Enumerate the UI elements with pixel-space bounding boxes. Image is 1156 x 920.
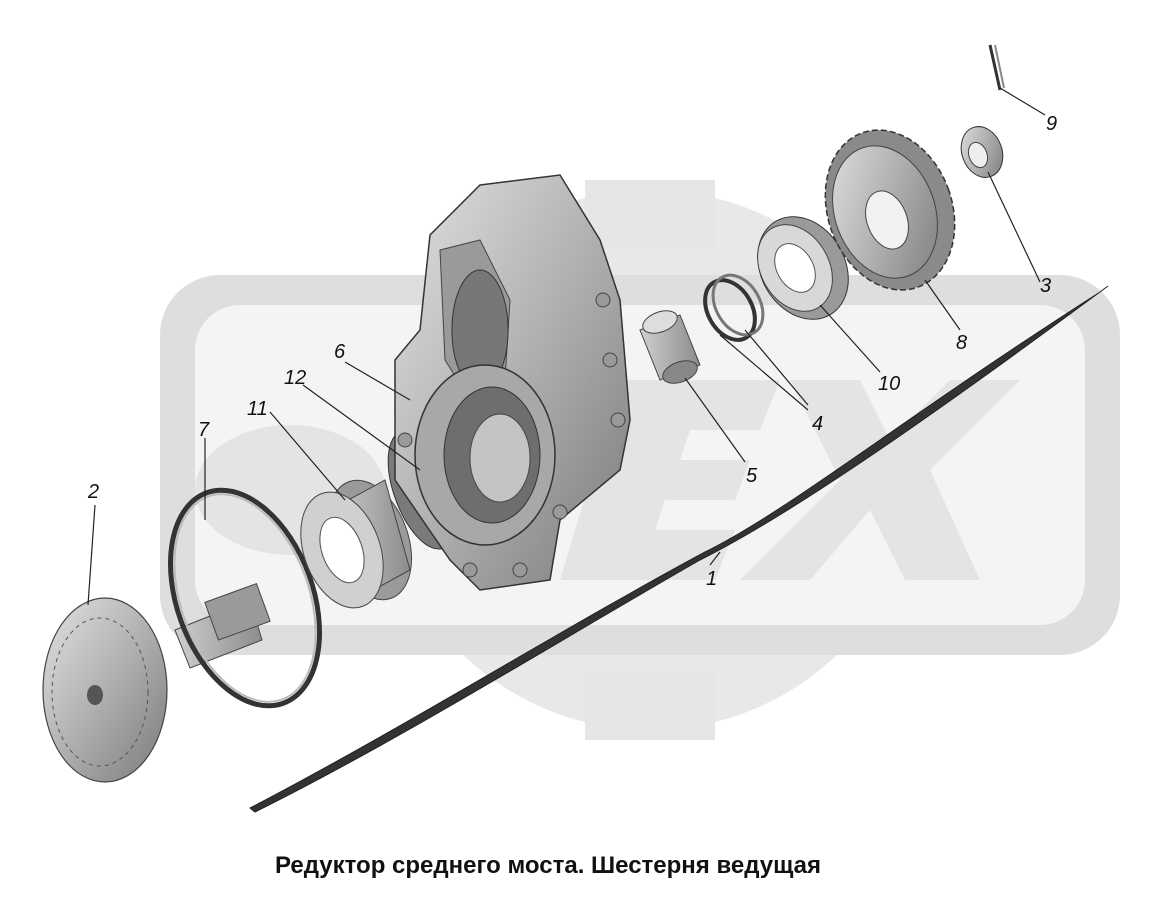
leader-lines [87, 87, 1046, 606]
watermark-logo [160, 180, 1120, 740]
callout-6: 6 [334, 341, 346, 363]
callout-5: 5 [746, 465, 758, 487]
drive-shaft [249, 285, 1109, 813]
snap-ring [167, 487, 323, 709]
callout-2: 2 [87, 481, 99, 503]
callout-1: 1 [706, 568, 717, 590]
driven-gear [824, 129, 956, 291]
callout-7: 7 [198, 419, 210, 441]
callout-11: 11 [247, 398, 268, 420]
callout-10: 10 [878, 373, 900, 395]
watermark-letter-x [740, 380, 1020, 580]
callout-8: 8 [956, 332, 967, 354]
spacer-sleeve [639, 310, 701, 384]
tapered-roller-bearing [300, 479, 413, 609]
castle-nut [960, 126, 1004, 178]
reducer-housing [394, 174, 631, 591]
callout-4: 4 [812, 413, 823, 435]
callout-3: 3 [1040, 275, 1051, 297]
cotter-pin [988, 44, 1005, 91]
ball-bearing [757, 216, 849, 320]
retaining-rings [703, 273, 765, 342]
drive-pinion-gear [42, 582, 271, 783]
callout-labels: 1 2 3 4 5 6 7 8 9 10 11 12 [87, 113, 1057, 590]
diagram-caption: Редуктор среднего моста. Шестерня ведуща… [274, 852, 822, 879]
callout-9: 9 [1046, 113, 1057, 135]
callout-12: 12 [284, 367, 306, 389]
